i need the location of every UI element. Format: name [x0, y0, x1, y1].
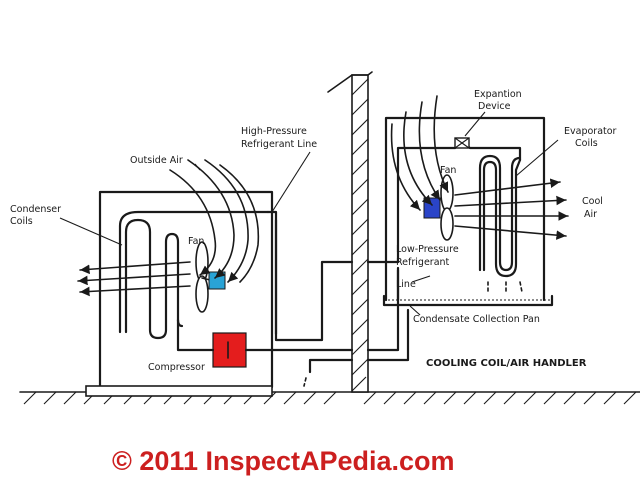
outside-air-arrows	[169, 159, 260, 283]
exhaust-air-arrows	[77, 261, 191, 297]
label-evaporator-2: Coils	[575, 138, 598, 149]
expansion-device	[454, 137, 470, 149]
building-wall	[327, 71, 373, 393]
outdoor-fan	[195, 241, 211, 313]
label-expansion-2: Device	[478, 101, 511, 112]
evaporator-coil	[478, 154, 522, 278]
label-fan-indoor: Fan	[440, 165, 456, 176]
label-low-pressure-1: Low-Pressure	[396, 244, 459, 255]
label-outside-air: Outside Air	[130, 155, 183, 166]
label-condensate-pan: Condensate Collection Pan	[413, 314, 540, 325]
label-low-pressure-2: Refrigerant	[396, 257, 450, 268]
condensate-collection-pan	[382, 294, 554, 307]
label-cool-air-1: Cool	[582, 196, 603, 207]
label-high-pressure-2: Refrigerant Line	[241, 139, 317, 150]
compressor	[212, 332, 247, 368]
label-expansion-1: Expantion	[474, 89, 522, 100]
copyright-watermark: © 2011 InspectAPedia.com	[112, 446, 455, 476]
label-high-pressure-1: High-Pressure	[241, 126, 307, 137]
cool-air-arrows	[454, 178, 569, 240]
label-fan-outdoor: Fan	[188, 236, 204, 247]
label-evaporator-1: Evaporator	[564, 126, 617, 137]
label-condenser-coils-1: Condenser	[10, 204, 61, 215]
indoor-fan	[440, 174, 454, 241]
label-condenser-coils-2: Coils	[10, 216, 33, 227]
indoor-air-handler	[382, 95, 569, 307]
indoor-fan-motor	[423, 197, 441, 219]
label-low-pressure-3: Line	[396, 279, 416, 290]
outdoor-condenser-unit	[77, 159, 274, 397]
leader-lines	[59, 111, 559, 316]
condensate-drips	[487, 281, 523, 293]
return-air-arrows	[390, 95, 449, 211]
label-compressor: Compressor	[148, 362, 205, 373]
outdoor-fan-motor	[208, 271, 226, 290]
label-cooling-coil-title: COOLING COIL/AIR HANDLER	[426, 358, 587, 369]
label-cool-air-2: Air	[584, 209, 597, 220]
refrigerant-lines	[176, 210, 410, 387]
